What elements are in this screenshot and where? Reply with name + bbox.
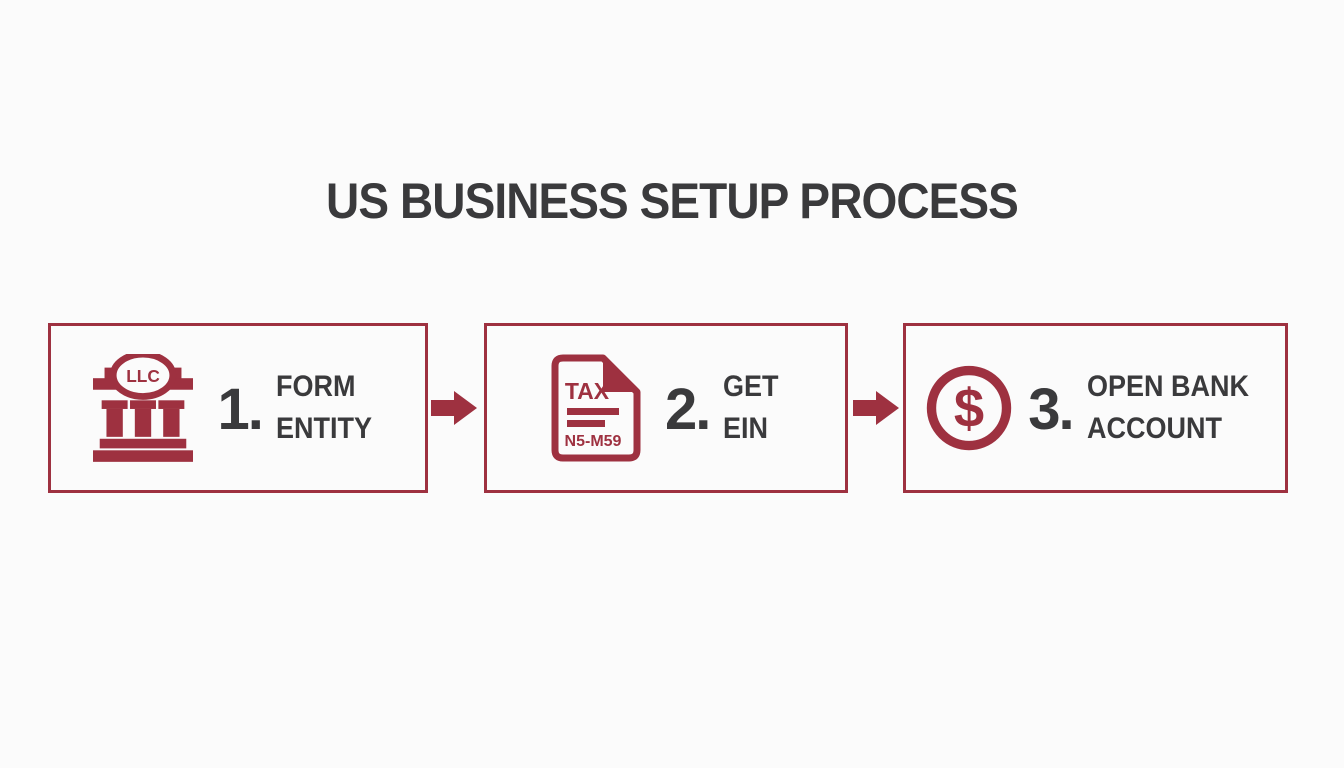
step-label: FORM ENTITY (276, 366, 383, 450)
arrow-right-icon (431, 391, 477, 425)
step-number: 2. (664, 377, 711, 442)
page-title: US BUSINESS SETUP PROCESS (326, 173, 1019, 229)
step-box-get-ein: TAX N5-M59 2. GET EIN (484, 323, 848, 493)
dollar-symbol-text: $ (954, 378, 984, 439)
arrow-right-icon (853, 391, 899, 425)
step-label-line: FORM (275, 370, 356, 403)
step-label-line: EIN (723, 412, 769, 445)
step-number: 3. (1028, 377, 1074, 442)
step-label-line: ACCOUNT (1086, 412, 1222, 445)
llc-badge-text: LLC (127, 366, 161, 386)
step-label-line: OPEN BANK (1086, 370, 1249, 403)
tax-doc-code-text: N5-M59 (565, 433, 622, 450)
tax-document-icon: TAX N5-M59 (551, 354, 641, 462)
step-label: OPEN BANK ACCOUNT (1087, 366, 1267, 450)
bank-llc-icon: LLC (93, 354, 194, 462)
step-label-line: GET (723, 370, 779, 403)
step-box-open-bank-account: $ 3. OPEN BANK ACCOUNT (903, 323, 1288, 493)
step-label-line: ENTITY (275, 412, 372, 445)
tax-doc-title-text: TAX (565, 378, 610, 404)
dollar-circle-icon: $ (927, 365, 1012, 451)
step-number: 1. (217, 377, 263, 442)
step-label: GET EIN (723, 366, 785, 450)
step-box-form-entity: LLC 1. FORM ENTITY (48, 323, 428, 493)
